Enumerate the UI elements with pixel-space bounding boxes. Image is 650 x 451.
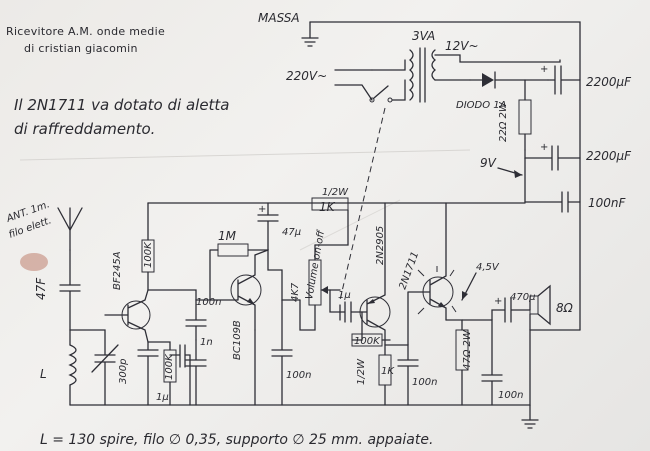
capacitor-100n-a [185, 299, 207, 341]
cap-300p-label: 300p [118, 359, 129, 384]
secondary-top-wire [434, 54, 561, 63]
transistor-2n1711 [407, 202, 457, 346]
resistor-22ohm-label: 22Ω 2W [498, 101, 509, 142]
resistor-100k-a [141, 202, 155, 291]
cap-470u-label: 470μ [510, 292, 535, 303]
capacitor-1u-b [329, 289, 363, 323]
resistor-1k-label: 1K [319, 200, 336, 214]
transistor-2n2905 [359, 202, 391, 346]
capacitor-1u [169, 344, 191, 406]
r47-label: 47Ω 2W [462, 329, 473, 370]
note-line-1: Il 2N1711 va dotato di aletta [14, 96, 230, 114]
resistor-1m [209, 243, 269, 301]
capacitor-470u: + [491, 296, 531, 323]
resistor-1k-power: 1/2W [322, 187, 349, 198]
ground-rail [309, 21, 581, 331]
cap-2200uf-1-label: 2200μF [586, 75, 632, 89]
cap-2200uf-2-label: 2200μF [586, 149, 632, 163]
paper-crease [19, 149, 471, 161]
r4k7-label: 4K7 [290, 282, 301, 302]
ground-symbol-bottom [521, 404, 539, 429]
variable-capacitor [69, 329, 119, 406]
r100k-a-label: 100K [143, 241, 154, 268]
resistor-22ohm [518, 79, 532, 151]
q2n2905-label: 2N2905 [375, 226, 386, 265]
speaker-label: 8Ω [556, 301, 574, 315]
secondary-voltage: 12V~ [445, 39, 479, 53]
power-switch [369, 59, 406, 103]
mains-wires [334, 69, 373, 101]
resistor-100k-b [147, 341, 177, 406]
ground-symbol-top [301, 21, 319, 47]
volume-potentiometer [299, 244, 331, 331]
ground-bottom-rail [69, 329, 581, 406]
r1k-b-label: 1K [381, 366, 395, 377]
svg-text:+: + [258, 204, 266, 215]
ground-label: MASSA [258, 11, 300, 25]
bf245a-label: BF245A [112, 251, 123, 290]
capacitor-100n-b [271, 299, 293, 406]
cap-1u-b-label: 1μ [338, 290, 351, 301]
cap-1u-label: 1μ [156, 392, 169, 403]
diode-label: DIODO 1A [456, 100, 507, 111]
rectifier-diode [469, 71, 549, 89]
resistor-1k-b [378, 344, 392, 406]
capacitor-47f [59, 249, 81, 331]
svg-text:+: + [540, 142, 548, 153]
supply-9v-label: 9V [480, 156, 497, 170]
cap-100nf-label: 100nF [588, 196, 627, 210]
cap-100n-b-label: 100n [286, 370, 311, 381]
capacitor-1n [185, 339, 207, 406]
transformer [408, 47, 437, 103]
coil-inductor [68, 329, 77, 406]
capacitor-100nf [524, 191, 581, 213]
antenna-symbol [57, 207, 83, 251]
volume-switch-link [339, 107, 386, 301]
svg-text:+: + [494, 296, 502, 307]
title-line-1: Ricevitore A.M. onde medie [6, 25, 165, 38]
r100k-c-label: 100K [354, 336, 381, 347]
coil-spec-footer: L = 130 spire, filo ∅ 0,35, supporto ∅ 2… [40, 432, 433, 448]
capacitor-300p [137, 341, 159, 406]
title-line-2: di cristian giacomin [24, 42, 138, 55]
cap-100n-d-label: 100n [498, 390, 523, 401]
transistor-bc109b [195, 254, 262, 331]
r1m-label: 1M [218, 229, 237, 243]
cap-47u-label: 47μ [282, 227, 301, 238]
svg-text:+: + [540, 64, 548, 75]
cap-1n-label: 1n [200, 337, 213, 348]
mains-label: 220V~ [286, 69, 327, 83]
capacitor-47u: + [257, 202, 279, 251]
speaker [529, 284, 551, 331]
transistor-bf245a [104, 289, 151, 343]
cap-100n-c-label: 100n [412, 377, 437, 388]
capacitor-2200uf-1: + [540, 64, 581, 95]
r1k-b-power: 1/2W [356, 358, 367, 385]
note-line-2: di raffreddamento. [14, 120, 155, 138]
coil-label: L [40, 367, 47, 381]
paper-crease [299, 199, 401, 251]
cap-100n-a-label: 100n [196, 297, 221, 308]
cap-47f-label: 47F [34, 277, 48, 300]
ink-smudge [20, 253, 48, 271]
emitter-voltage-label: 4,5V [476, 262, 500, 273]
resistor-100k-c [351, 311, 391, 347]
r100k-b-label: 100K [164, 353, 175, 380]
transformer-rating: 3VA [412, 29, 435, 43]
resistor-1k [311, 197, 349, 211]
capacitor-2200uf-2: + [524, 142, 581, 171]
q2n1711-label: 2N1711 [397, 250, 421, 291]
bc109b-label: BC109B [232, 320, 243, 360]
